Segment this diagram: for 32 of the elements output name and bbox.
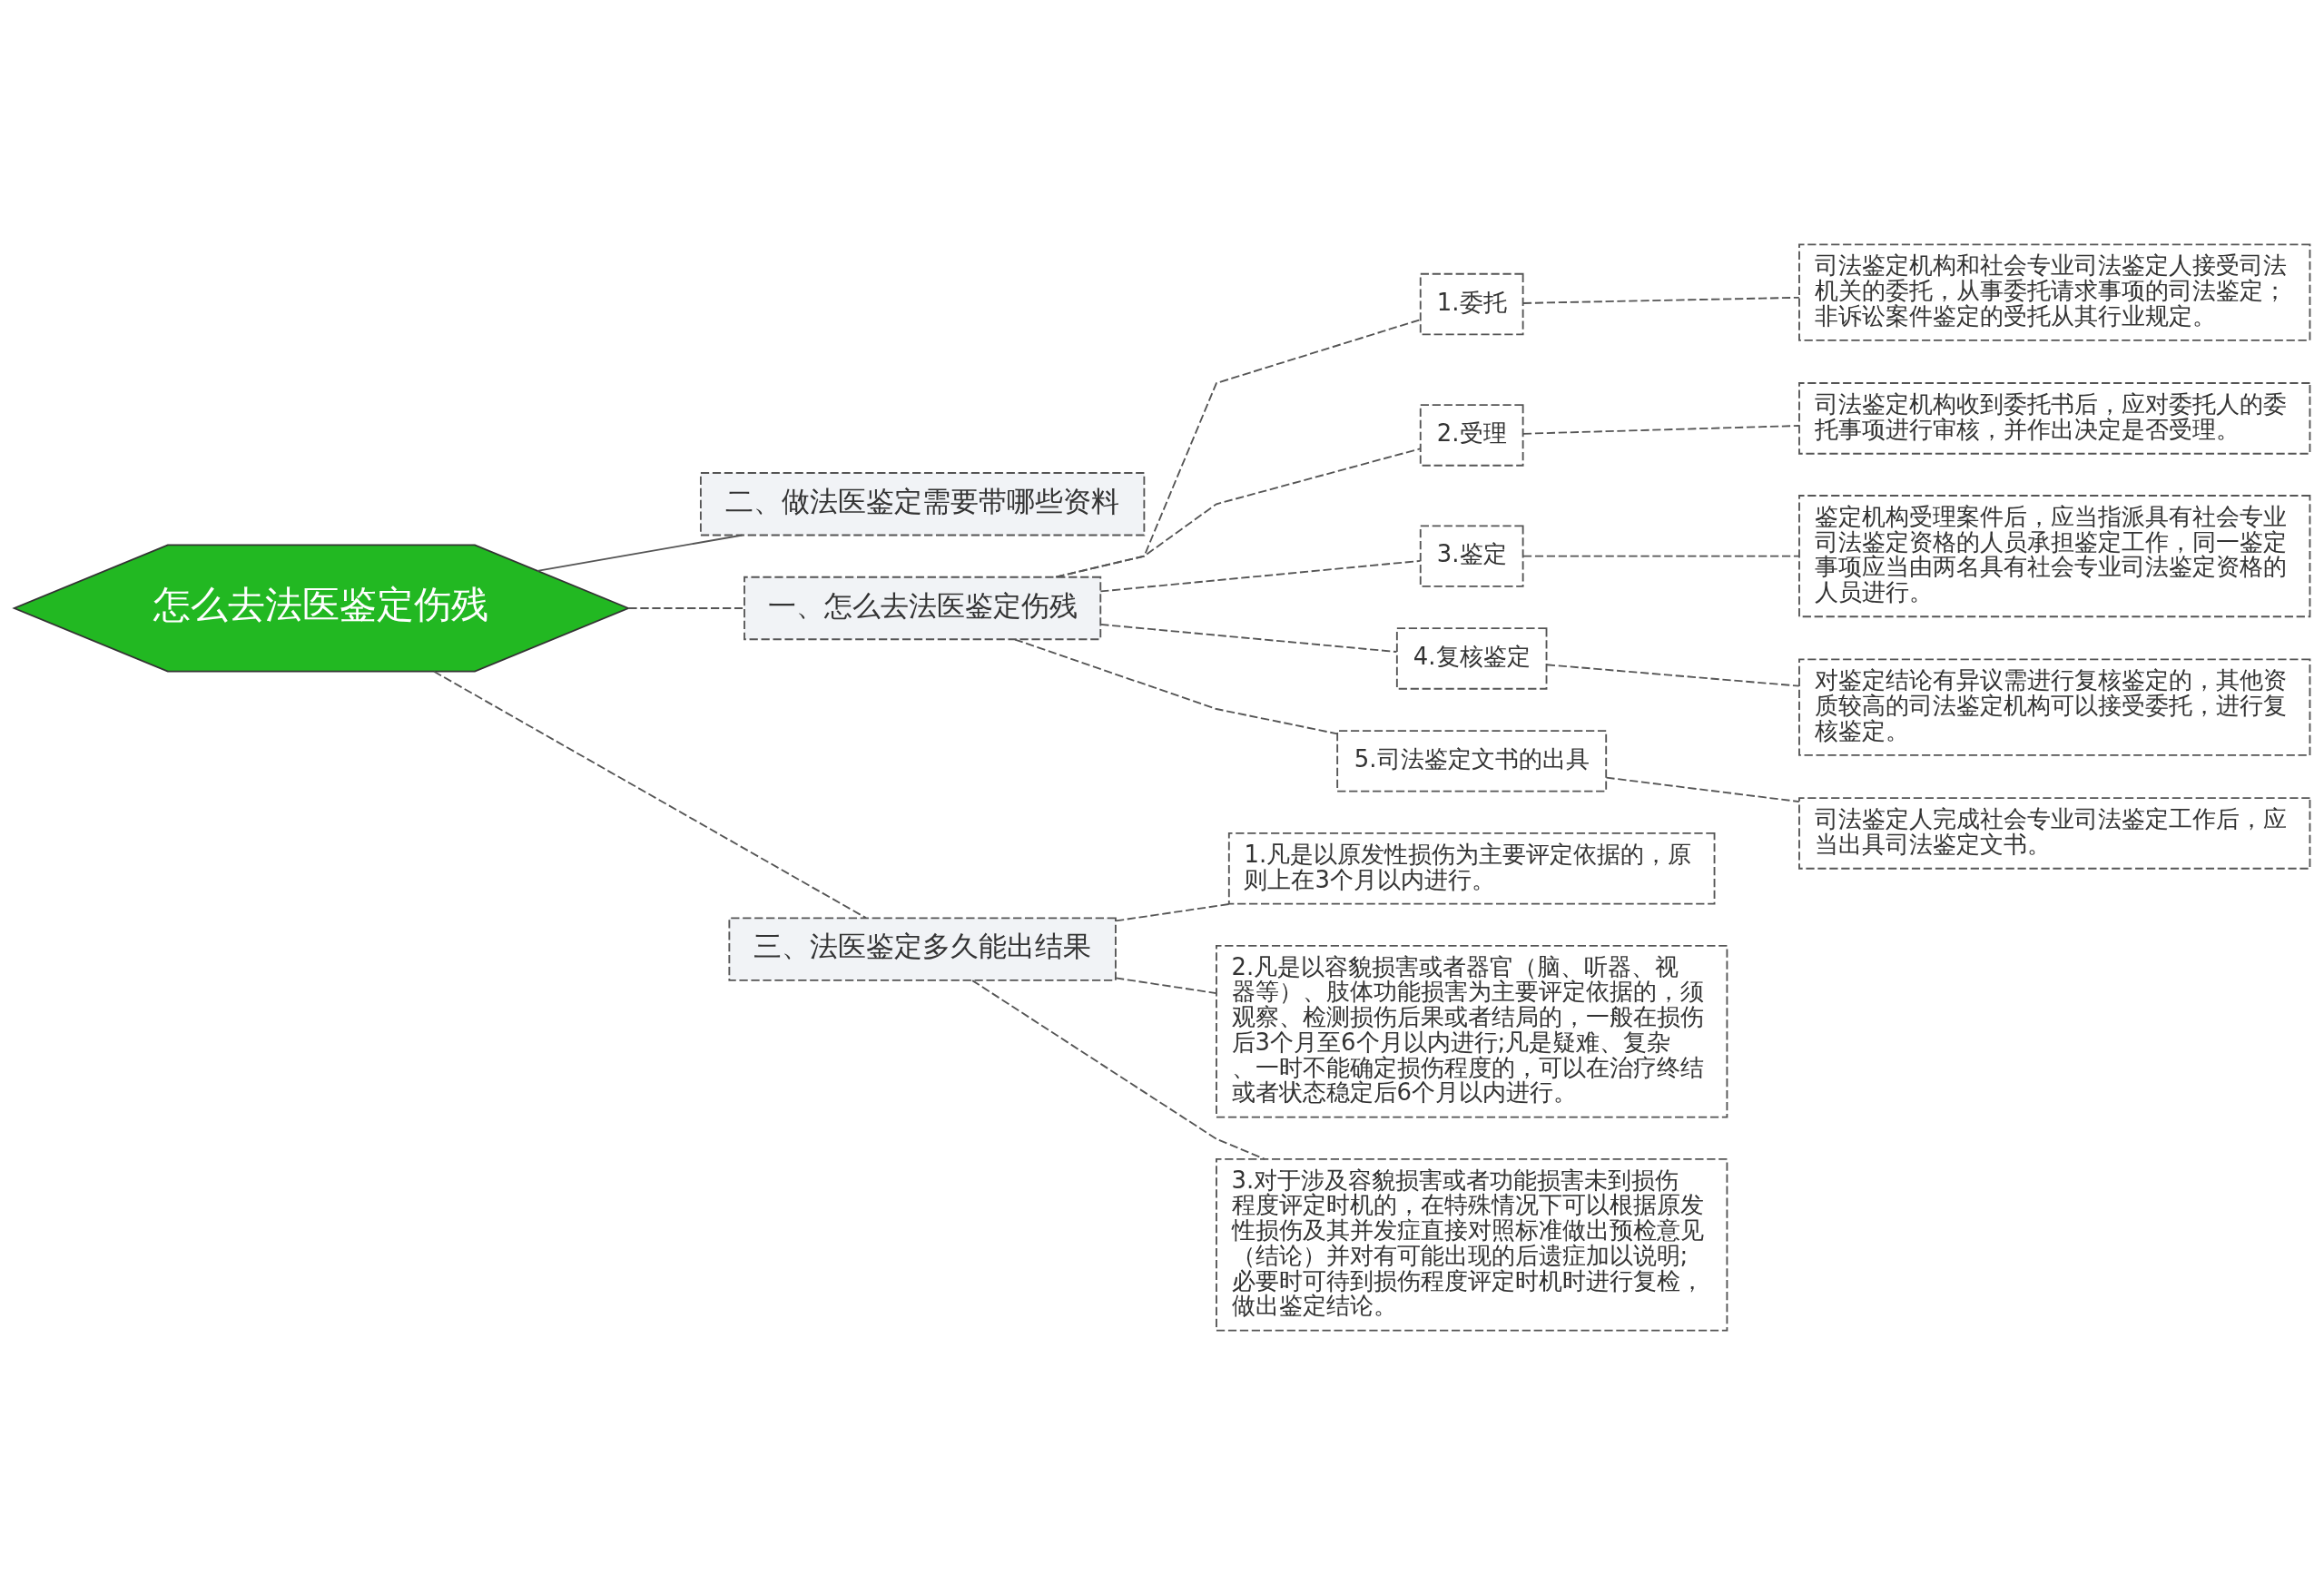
connector [1099, 559, 1422, 593]
connector [1605, 776, 1800, 802]
connector [971, 979, 1266, 1160]
connector [1055, 448, 1422, 578]
node-box: 司法鉴定机构和社会专业司法鉴定人接受司法机关的委托，从事委托请求事项的司法鉴定；非诉讼案件鉴定的受托从其行业规定。 [1798, 243, 2311, 341]
node-box: 二、做法医鉴定需要带哪些资料 [700, 472, 1146, 536]
connector [1055, 319, 1422, 578]
node-box: 司法鉴定人完成社会专业司法鉴定工作后，应当出具司法鉴定文书。 [1798, 797, 2311, 870]
node-box: 3.鉴定 [1419, 525, 1524, 587]
connector [1522, 296, 1800, 304]
node-box: 一、怎么去法医鉴定伤残 [743, 576, 1102, 641]
connector [627, 607, 745, 609]
connector [1545, 664, 1800, 687]
node-box: 4.复核鉴定 [1395, 627, 1548, 690]
node-box: 鉴定机构受理案件后，应当指派具有社会专业司法鉴定资格的人员承担鉴定工作，同一鉴定事项应当由两名具有社会专业司法鉴定资格的人员进行。 [1798, 495, 2311, 618]
node-box: 3.对于涉及容貌损害或者功能损害未到损伤程度评定时机的，在特殊情况下可以根据原发性损伤及其并发症直接对照标准做出预检意见（结论）并对有可能出现的后遗症加以说明;必要时可待到损伤程度评定时机时进行复检，做出鉴定结论。 [1216, 1157, 1728, 1332]
node-box: 2.受理 [1419, 404, 1524, 467]
node-box: 1.凡是以原发性损伤为主要评定依据的，原则上在3个月以内进行。 [1227, 832, 1716, 905]
connector [1014, 638, 1338, 735]
connector [433, 670, 867, 920]
connector [1522, 425, 1800, 435]
connector [1115, 977, 1217, 994]
connector [1522, 555, 1800, 557]
node-box: 三、法医鉴定多久能出结果 [728, 917, 1117, 981]
node-box: 5.司法鉴定文书的出具 [1336, 730, 1608, 792]
connector [1099, 624, 1398, 653]
node-box: 1.委托 [1419, 272, 1524, 336]
node-box: 对鉴定结论有异议需进行复核鉴定的，其他资质较高的司法鉴定机构可以接受委托，进行复核鉴定。 [1798, 658, 2311, 756]
connector [537, 534, 743, 572]
node-box: 司法鉴定机构收到委托书后，应对委托人的委托事项进行审核，并作出决定是否受理。 [1798, 382, 2311, 455]
connector [1115, 902, 1232, 922]
node-box: 2.凡是以容貌损害或者器官（脑、听器、视器等）、肢体功能损害为主要评定依据的，须观察、检测损伤后果或者结局的，一般在损伤后3个月至6个月以内进行;凡是疑难、复杂、一时不能确定损伤程度的，可以在治疗终结或者状态稳定后6个月以内进行。 [1216, 944, 1728, 1118]
